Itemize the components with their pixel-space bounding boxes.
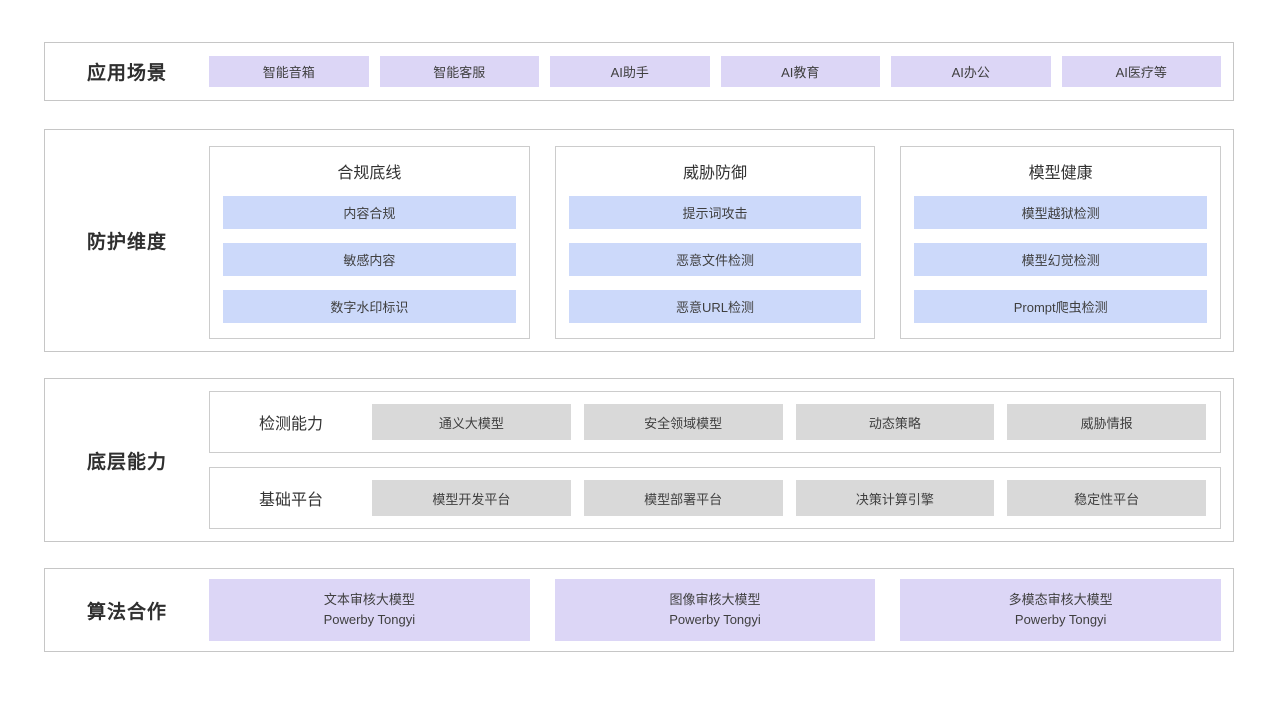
protection-item: 敏感内容 [223,242,516,276]
protection-item: 提示词攻击 [568,195,862,229]
section-application-scenarios: 应用场景 智能音箱 智能客服 AI助手 AI教育 AI办公 AI医疗等 [44,42,1234,101]
foundation-row-detection: 检测能力 通义大模型 安全领域模型 动态策略 威胁情报 [209,391,1221,453]
protection-item: 模型越狱检测 [914,195,1208,229]
foundation-chip: 安全领域模型 [583,404,783,440]
group-title: 合规底线 [337,165,402,183]
scenario-chip-list: 智能音箱 智能客服 AI助手 AI教育 AI办公 AI医疗等 [209,43,1221,100]
scenario-chip: 智能客服 [379,56,539,87]
protection-item: 数字水印标识 [223,289,516,324]
section-label-foundation-capabilities: 底层能力 [86,451,167,473]
foundation-chip: 动态策略 [795,404,995,440]
group-title: 威胁防御 [683,165,748,183]
algorithm-card-image-moderation: 图像审核大模型 Powerby Tongyi [554,579,876,641]
protection-item: 恶意URL检测 [568,289,862,324]
foundation-chip: 模型开发平台 [372,480,571,516]
protection-group-compliance: 合规底线 内容合规 敏感内容 数字水印标识 [209,146,530,339]
section-label-application-scenarios: 应用场景 [86,63,167,84]
algorithm-card-text-moderation: 文本审核大模型 Powerby Tongyi [209,579,530,641]
section-algorithm-cooperation: 算法合作 文本审核大模型 Powerby Tongyi 图像审核大模型 Powe… [44,568,1234,652]
section-label-protection-dimensions: 防护维度 [86,232,167,253]
scenario-chip: AI教育 [720,56,880,87]
foundation-chip: 稳定性平台 [1007,480,1206,516]
foundation-chip: 威胁情报 [1007,404,1206,440]
algorithm-card-multimodal-moderation: 多模态审核大模型 Powerby Tongyi [900,579,1222,641]
scenario-chip: AI医疗等 [1061,56,1221,87]
foundation-chip-list: 模型开发平台 模型部署平台 决策计算引擎 稳定性平台 [372,480,1206,516]
section-protection-dimensions: 防护维度 合规底线 内容合规 敏感内容 数字水印标识 威胁防御 提示词攻击 恶意… [44,129,1234,352]
scenario-chip: AI助手 [550,56,710,87]
sub-row-title: 基础平台 [258,492,323,509]
section-foundation-capabilities: 底层能力 检测能力 通义大模型 安全领域模型 动态策略 威胁情报 基础平台 模型… [44,378,1234,542]
section-label-algorithm-cooperation: 算法合作 [86,601,167,623]
group-title: 模型健康 [1028,165,1093,183]
algorithm-card-title: 文本审核大模型 [323,591,415,607]
algorithm-card-title: 图像审核大模型 [669,591,761,607]
foundation-row-list: 检测能力 通义大模型 安全领域模型 动态策略 威胁情报 基础平台 模型开发平台 … [209,379,1221,541]
protection-group-threat-defense: 威胁防御 提示词攻击 恶意文件检测 恶意URL检测 [554,146,876,339]
foundation-chip: 通义大模型 [372,404,571,440]
algorithm-card-title: 多模态审核大模型 [1008,591,1113,607]
algorithm-card-subtitle: Powerby Tongyi [669,612,761,627]
algorithm-card-list: 文本审核大模型 Powerby Tongyi 图像审核大模型 Powerby T… [209,569,1222,651]
scenario-chip: AI办公 [891,56,1051,87]
scenario-chip: 智能音箱 [209,56,369,87]
protection-item: 恶意文件检测 [568,242,862,276]
protection-group-list: 合规底线 内容合规 敏感内容 数字水印标识 威胁防御 提示词攻击 恶意文件检测 … [209,130,1222,351]
protection-item: 内容合规 [223,195,516,229]
protection-item: Prompt爬虫检测 [914,289,1208,324]
foundation-chip: 模型部署平台 [583,480,783,516]
algorithm-card-subtitle: Powerby Tongyi [1014,612,1107,627]
foundation-chip-list: 通义大模型 安全领域模型 动态策略 威胁情报 [372,404,1206,440]
protection-item: 模型幻觉检测 [914,242,1208,276]
algorithm-card-subtitle: Powerby Tongyi [323,612,416,627]
sub-row-title: 检测能力 [258,416,323,433]
foundation-chip: 决策计算引擎 [795,480,995,516]
protection-group-model-health: 模型健康 模型越狱检测 模型幻觉检测 Prompt爬虫检测 [900,146,1222,339]
foundation-row-platform: 基础平台 模型开发平台 模型部署平台 决策计算引擎 稳定性平台 [209,467,1221,529]
